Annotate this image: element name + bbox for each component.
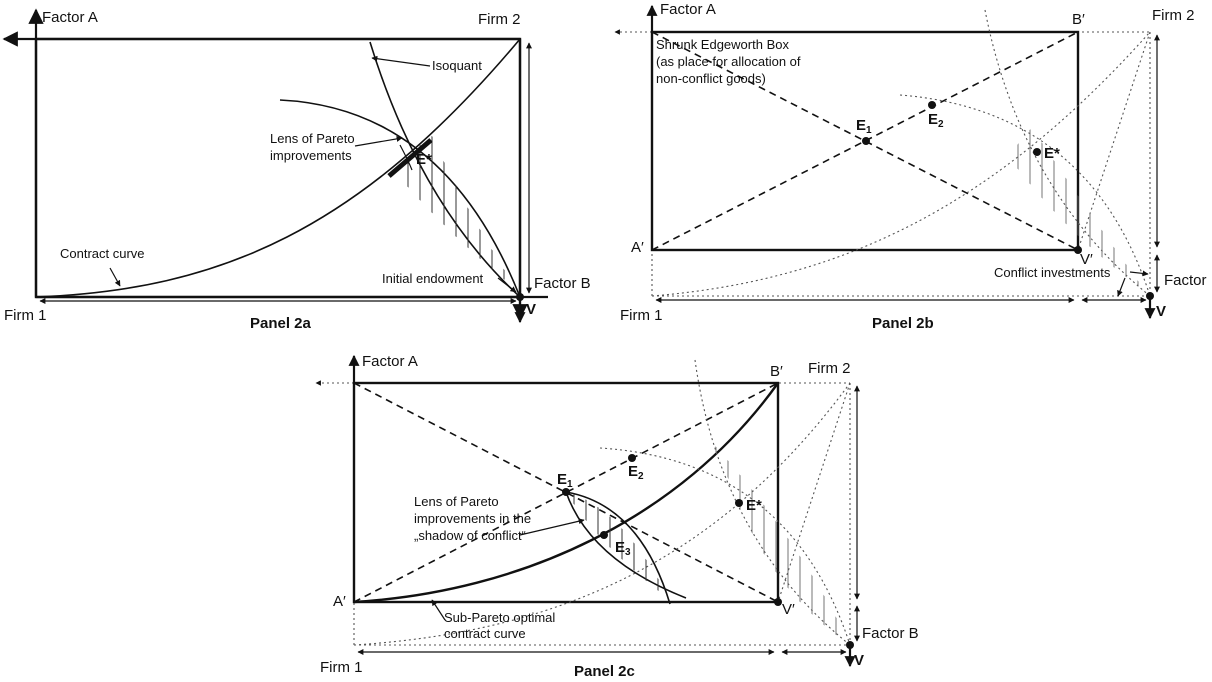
isoquant-pointer-2a xyxy=(371,55,431,67)
e-star-tangency-2a xyxy=(399,144,413,171)
e1-point-2c xyxy=(562,488,570,496)
box-label-line3-2b: non-conflict goods) xyxy=(656,71,766,86)
a-prime-label-2b: A′ xyxy=(631,239,644,256)
factor-b-label-2a: Factor B xyxy=(534,275,591,292)
diagonal-ab-2b xyxy=(651,31,1079,251)
conflict-pointer-2b xyxy=(1129,270,1149,277)
factor-a-label-2a: Factor A xyxy=(42,9,98,26)
a-prime-label-2c: A′ xyxy=(333,593,346,610)
diagonal-ab-2c xyxy=(353,382,779,603)
outer-contract-curve-2b xyxy=(651,31,1151,297)
lens-label-line1-2c: Lens of Pareto xyxy=(414,494,499,509)
endowment-pointer-2a xyxy=(497,277,517,293)
firm-1-label-2b: Firm 1 xyxy=(620,307,663,324)
e2-point-2c xyxy=(628,454,636,462)
panel-2b-title: Panel 2b xyxy=(872,315,934,332)
lens-pointer-2c xyxy=(519,518,585,536)
v-label-2a: V xyxy=(526,301,536,318)
v-prime-point-2b xyxy=(1074,246,1082,254)
isoquant-firm2-2a xyxy=(279,99,521,298)
conflict-investments-label-2b: Conflict investments xyxy=(994,265,1111,280)
e2-label-2b: E2 xyxy=(928,111,944,130)
factor-b-label-2b: Factor xyxy=(1164,272,1207,289)
factor-a-label-2b: Factor A xyxy=(660,1,716,18)
shrunk-edgeworth-box-2c xyxy=(352,381,780,604)
sub-pareto-contract-curve-2c xyxy=(353,382,779,604)
firm-2-label-2c: Firm 2 xyxy=(808,360,851,377)
isoquant-firm1-2a xyxy=(369,41,521,298)
firm-1-label-2c: Firm 1 xyxy=(320,659,363,676)
sub-pareto-label-line1-2c: Sub-Pareto optimal xyxy=(444,610,555,625)
panel-2c-title: Panel 2c xyxy=(574,663,635,680)
box-label-line2-2b: (as place for allocation of xyxy=(656,54,801,69)
lens-label-line2-2c: improvements in the xyxy=(414,511,531,526)
factor-a-label-2c: Factor A xyxy=(362,353,418,370)
factor-b-label-2c: Factor B xyxy=(862,625,919,642)
diagonal-v-2c xyxy=(353,382,779,603)
v-prime-point-2c xyxy=(774,598,782,606)
lens-label-line3-2c: „shadow of conflict“ xyxy=(414,528,526,543)
lens-pointer-2a xyxy=(354,135,403,147)
e2-label-2c: E2 xyxy=(628,463,644,482)
isoquant-firm2-inner-2c xyxy=(565,491,671,605)
contract-curve-label-2a: Contract curve xyxy=(60,246,145,261)
isoquant-firm1-2b xyxy=(984,9,1151,297)
sub-pareto-label-line2-2c: contract curve xyxy=(444,626,526,641)
firm-1-label-2a: Firm 1 xyxy=(4,307,47,324)
v-label-2b: V xyxy=(1156,303,1166,320)
e-star-label-2c: E* xyxy=(746,497,762,514)
isoquant-label-2a: Isoquant xyxy=(432,58,482,73)
e1-point-2b xyxy=(862,137,870,145)
e-star-point-2b xyxy=(1033,148,1041,156)
lens-label-line1-2a: Lens of Pareto xyxy=(270,131,355,146)
initial-endowment-label-2a: Initial endowment xyxy=(382,271,484,286)
panel-2b: Factor A Firm 2 B′ Shrunk Edgeworth Box … xyxy=(614,1,1207,332)
isoquant-firm2-outer-2c xyxy=(599,447,851,646)
v-prime-label-2c: V′ xyxy=(782,601,795,618)
conflict-pointer-2-2b xyxy=(1117,277,1126,297)
shrunk-edgeworth-box-2b xyxy=(650,30,1080,252)
e-star-label-2b: E* xyxy=(1044,145,1060,162)
e1-label-2b: E1 xyxy=(856,117,872,136)
e2-point-2b xyxy=(928,101,936,109)
b-prime-label-2c: B′ xyxy=(770,363,783,380)
sub-pareto-pointer-2c xyxy=(431,599,446,621)
outer-diagonal-2c xyxy=(777,382,851,603)
b-prime-label-2b: B′ xyxy=(1072,11,1085,28)
firm-2-label-2b: Firm 2 xyxy=(1152,7,1195,24)
e3-label-2c: E3 xyxy=(615,539,631,558)
e1-label-2c: E1 xyxy=(557,471,573,490)
box-label-line1-2b: Shrunk Edgeworth Box xyxy=(656,37,789,52)
firm-2-label-2a: Firm 2 xyxy=(478,11,521,28)
e-star-label-2a: E* xyxy=(416,151,432,168)
v-prime-label-2b: V′ xyxy=(1080,251,1093,268)
pareto-segment-2a xyxy=(387,138,433,178)
diagonal-v-2b xyxy=(651,31,1079,251)
panel-2c: Factor A Firm 2 B′ E1 E2 E3 E* Lens of P… xyxy=(315,353,919,680)
v-label-2c: V xyxy=(854,652,864,669)
lens-label-line2-2a: improvements xyxy=(270,148,352,163)
panel-2a-title: Panel 2a xyxy=(250,315,312,332)
panel-2a: E* Factor A Firm 2 Isoquant Lens of Pare… xyxy=(2,8,591,332)
isoquant-firm1-outer-2c xyxy=(694,359,851,646)
isoquant-firm2-2b xyxy=(899,94,1151,297)
contract-pointer-2a xyxy=(109,267,121,287)
e3-point-2c xyxy=(600,531,608,539)
e-star-point-2c xyxy=(735,499,743,507)
contract-curve-2a xyxy=(35,38,521,298)
